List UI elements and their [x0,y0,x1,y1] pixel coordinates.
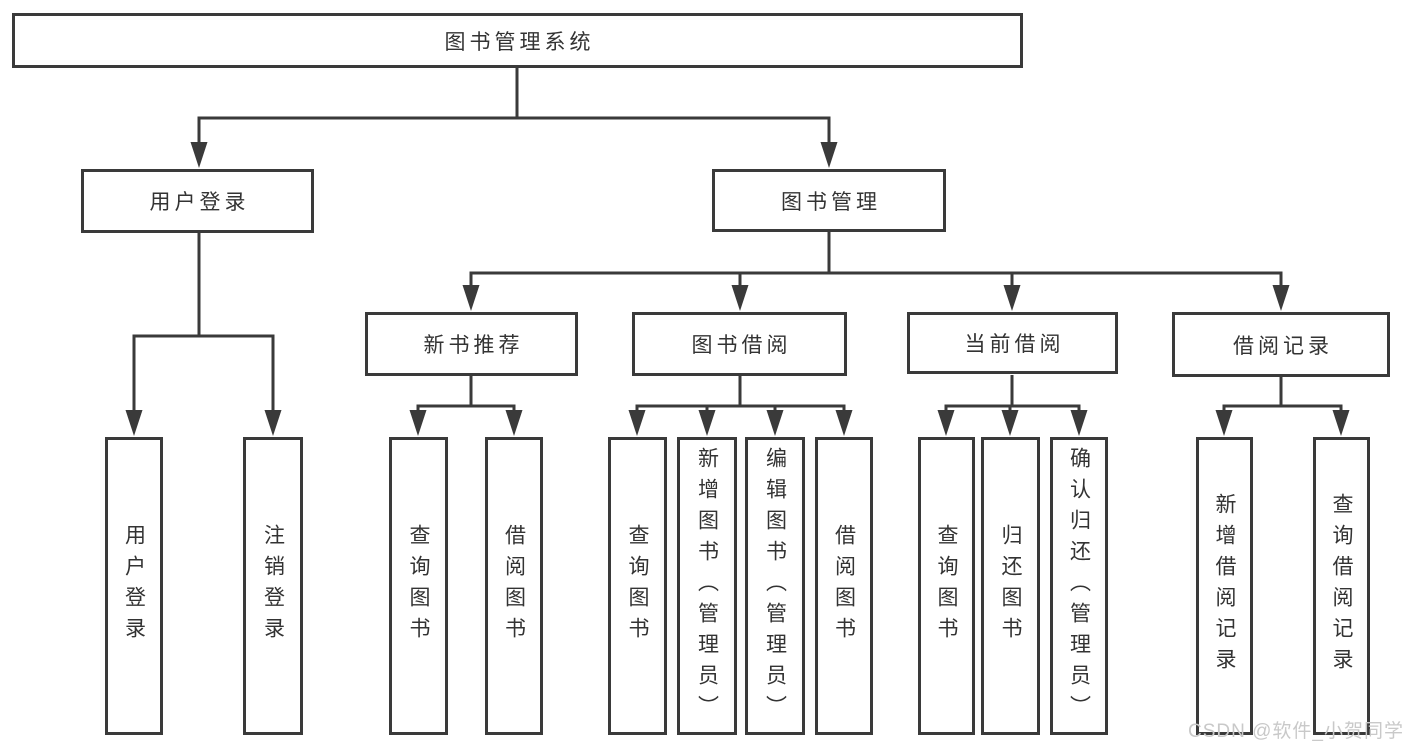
leaf-return-books-label: 归还图书 [999,524,1022,648]
leaf-confirm-return-admin: 确认归还（管理员） [1050,437,1108,735]
connector-line [635,376,846,413]
arrow-down-icon [698,410,716,436]
arrow-down-icon [190,142,208,168]
arrow-down-icon [731,285,749,311]
leaf-query-books-borrowing-label: 查询图书 [626,524,649,648]
node-new-book-recommendation-label: 新书推荐 [423,334,524,357]
arrow-down-icon [1215,410,1233,436]
arrow-down-icon [628,410,646,436]
leaf-return-books: 归还图书 [981,437,1040,735]
leaf-query-borrow-record-label: 查询借阅记录 [1330,493,1353,679]
leaf-query-books-recommendation: 查询图书 [389,437,448,735]
leaf-user-login-label: 用户登录 [122,524,146,648]
arrow-down-icon [835,410,853,436]
leaf-borrow-books-borrowing: 借阅图书 [815,437,873,735]
leaf-query-books-recommendation-label: 查询图书 [407,524,430,648]
leaf-borrow-books-recommendation: 借阅图书 [485,437,543,735]
node-borrowing-records-label: 借阅记录 [1233,334,1333,358]
node-new-book-recommendation: 新书推荐 [365,312,578,376]
arrow-down-icon [462,285,480,311]
leaf-confirm-return-admin-label: 确认归还（管理员） [1067,446,1091,726]
connector-line [469,232,1283,288]
leaf-add-books-admin-label: 新增图书（管理员） [695,446,719,726]
leaf-borrow-books-recommendation-label: 借阅图书 [502,524,526,648]
leaf-borrow-books-borrowing-label: 借阅图书 [832,524,856,648]
arrow-down-icon [1332,410,1350,436]
leaf-query-books-current: 查询图书 [918,437,975,735]
watermark: CSDN @软件_小贺同学 [1188,721,1404,742]
arrow-down-icon [1272,285,1290,311]
connector-line [197,68,831,146]
leaf-edit-books-admin: 编辑图书（管理员） [745,437,805,735]
arrow-down-icon [1003,285,1021,311]
node-book-management-label: 图书管理 [781,190,881,214]
leaf-user-login: 用户登录 [105,437,163,735]
node-current-borrowing: 当前借阅 [907,312,1118,374]
leaf-edit-books-admin-label: 编辑图书（管理员） [763,446,787,726]
arrow-down-icon [1001,410,1019,436]
arrowheads [125,142,1350,436]
node-user-login-label: 用户登录 [149,191,250,214]
arrow-down-icon [937,410,955,436]
leaf-query-books-borrowing: 查询图书 [608,437,667,735]
leaf-query-books-current-label: 查询图书 [935,524,958,648]
leaf-add-borrow-record-label: 新增借阅记录 [1213,493,1236,679]
node-root-label: 图书管理系统 [444,30,595,54]
connector-lines [132,68,1343,414]
node-book-management: 图书管理 [712,169,946,232]
node-book-borrowing-label: 图书借阅 [691,334,792,357]
connector-line [132,233,275,414]
leaf-logout: 注销登录 [243,437,303,735]
arrow-down-icon [409,410,427,436]
arrow-down-icon [1070,410,1088,436]
connector-line [944,375,1081,413]
node-user-login: 用户登录 [81,169,314,233]
leaf-add-borrow-record: 新增借阅记录 [1196,437,1253,735]
connector-line [1222,377,1343,413]
arrow-down-icon [766,410,784,436]
arrow-down-icon [125,410,143,436]
leaf-logout-label: 注销登录 [261,524,285,648]
node-current-borrowing-label: 当前借阅 [964,333,1065,356]
connector-line [416,376,516,413]
arrow-down-icon [264,410,282,436]
arrow-down-icon [820,142,838,168]
node-root: 图书管理系统 [12,13,1023,68]
node-book-borrowing: 图书借阅 [632,312,847,376]
arrow-down-icon [505,410,523,436]
node-borrowing-records: 借阅记录 [1172,312,1390,377]
leaf-add-books-admin: 新增图书（管理员） [677,437,737,735]
leaf-query-borrow-record: 查询借阅记录 [1313,437,1370,735]
